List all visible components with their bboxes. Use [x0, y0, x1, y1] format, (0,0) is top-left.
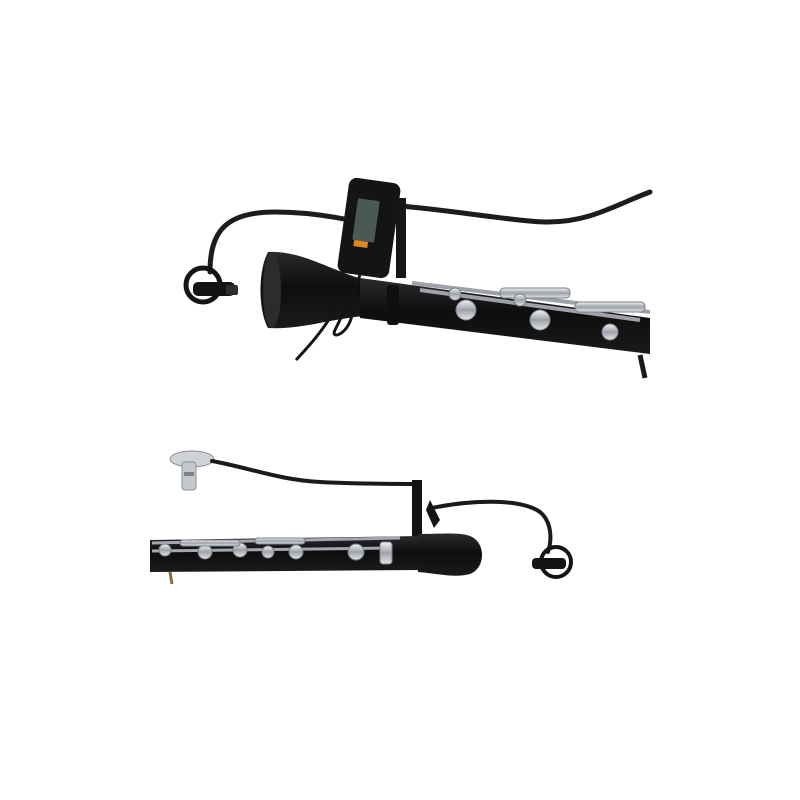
oboe-bell: [418, 533, 482, 576]
mounting-post: [412, 480, 422, 542]
clarinet-body: [360, 278, 650, 354]
microphone-capsule-icon: [532, 545, 573, 579]
microphone-capsule-icon: [183, 265, 238, 305]
gooseneck-bottom-right: [430, 499, 553, 554]
wireless-transmitter-icon: [337, 177, 401, 279]
transmitter-cable: [294, 274, 362, 362]
mounting-clip: [396, 198, 406, 278]
gooseneck-bottom-left: [210, 459, 422, 486]
clamp-microphone-icon: [169, 450, 215, 491]
clarinet-bell: [260, 251, 365, 329]
clarinet-with-wireless-microphone: [183, 177, 653, 379]
gooseneck-top-right: [397, 189, 653, 225]
oboe-with-gooseneck-microphone: [150, 450, 573, 585]
